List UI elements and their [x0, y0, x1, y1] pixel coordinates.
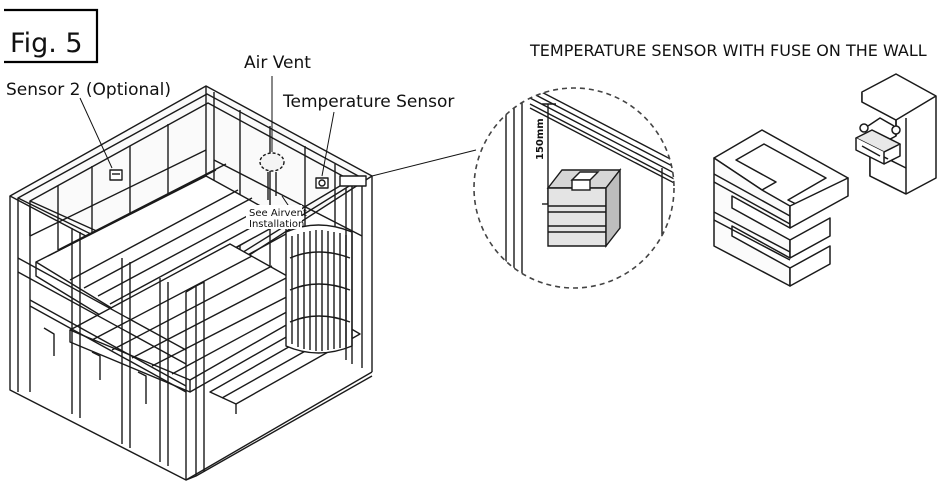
see-airvent-line2: Installation: [249, 219, 304, 230]
figure-number: Fig. 5: [4, 8, 99, 64]
sensor2-box: [109, 169, 123, 181]
detail-title: TEMPERATURE SENSOR WITH FUSE ON THE WALL: [529, 41, 927, 60]
temperature-sensor-marker: [315, 177, 329, 189]
dimension-label: 150mm: [535, 118, 546, 160]
detail-magnifier: 150mm: [473, 87, 675, 289]
see-airvent-line1: See Airvent: [249, 208, 307, 219]
figure-number-label: Fig. 5: [10, 28, 83, 59]
sauna-labels: Sensor 2 (Optional) Air Vent Temperature…: [6, 53, 454, 230]
heater: [285, 224, 353, 354]
air-vent-label: Air Vent: [244, 53, 311, 73]
air-vent-marker: [259, 152, 285, 172]
fuse-connector-view: [855, 73, 937, 195]
sensor2-label: Sensor 2 (Optional): [6, 80, 171, 100]
sauna-drawing: [9, 85, 373, 481]
temperature-sensor-label: Temperature Sensor: [282, 92, 454, 112]
sensor-exploded-view: [713, 129, 849, 287]
leader-lines: [79, 76, 477, 209]
